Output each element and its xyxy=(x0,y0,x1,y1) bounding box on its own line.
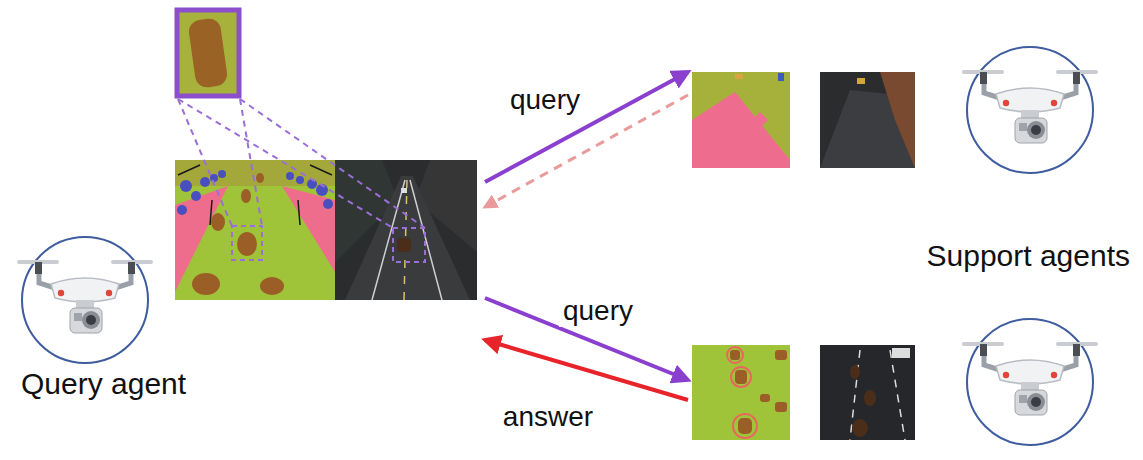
support-camera-image xyxy=(820,72,915,168)
support-segmentation-image xyxy=(738,418,752,434)
zoom-leader-line xyxy=(240,99,262,226)
query-camera-image xyxy=(393,228,425,262)
support-camera-image xyxy=(892,348,910,358)
query-drone xyxy=(17,237,153,363)
zoom-leader-line xyxy=(240,99,425,228)
support-camera-image xyxy=(820,72,915,168)
query-segmentation-image xyxy=(298,200,300,225)
query-segmentation-image xyxy=(175,160,335,300)
agent-group: Query agent xyxy=(15,155,485,403)
query-segmentation-image xyxy=(192,173,284,295)
query-segmentation-image xyxy=(296,176,304,184)
query-segmentation-image xyxy=(310,165,332,175)
support-segmentation-image xyxy=(752,112,768,128)
support-drone xyxy=(962,342,1098,415)
query-segmentation-image xyxy=(180,180,192,192)
support-segmentation-image xyxy=(733,414,757,438)
zoom-leader-line xyxy=(178,99,232,226)
query-segmentation-image xyxy=(210,174,218,182)
query-segmentation-image xyxy=(175,160,335,300)
query-camera-image xyxy=(335,160,477,300)
query-segmentation-image xyxy=(211,213,225,231)
query-segmentation-image xyxy=(241,189,251,203)
support-drone xyxy=(962,47,1098,173)
zoom-inset xyxy=(177,10,239,96)
query-camera-image xyxy=(335,160,477,300)
support-segmentation-image xyxy=(692,72,790,168)
zoom-inset xyxy=(177,10,239,96)
query-segmentation-image xyxy=(200,177,210,187)
support-drone xyxy=(962,70,1098,143)
support-segmentation-image xyxy=(692,72,790,168)
query-camera-image xyxy=(397,238,411,252)
query-segmentation-image xyxy=(177,170,333,215)
arrow-connector xyxy=(485,72,688,182)
query-segmentation-image xyxy=(218,170,226,178)
support-segmentation-image xyxy=(735,74,743,79)
support-segmentation-image xyxy=(692,345,790,440)
edge-label: query xyxy=(559,295,637,327)
query-camera-image xyxy=(410,180,442,300)
query-segmentation-image xyxy=(282,186,335,272)
support-camera-image xyxy=(864,390,876,406)
edge-label: query xyxy=(506,84,584,116)
support-segmentation-image xyxy=(727,347,757,438)
support-segmentation-image xyxy=(692,345,790,440)
agent-group: Support agents xyxy=(688,68,1138,444)
query-camera-image xyxy=(401,188,407,193)
support-camera-image xyxy=(850,365,860,379)
zoom-inset xyxy=(187,17,228,89)
query-segmentation-image xyxy=(237,232,257,256)
support-segmentation-image xyxy=(692,92,790,168)
node-label: Support agents xyxy=(927,239,1130,274)
support-segmentation-image xyxy=(731,367,751,387)
support-camera-image xyxy=(820,345,915,440)
support-segmentation-image xyxy=(775,402,787,412)
support-drone xyxy=(962,319,1098,445)
support-camera-image xyxy=(857,78,865,84)
support-segmentation-image xyxy=(760,394,770,402)
zoom-leader-line xyxy=(178,99,393,228)
support-camera-image xyxy=(852,419,868,437)
support-camera-image xyxy=(850,365,876,437)
support-camera-image xyxy=(890,350,905,440)
support-camera-image xyxy=(880,72,915,168)
query-segmentation-image xyxy=(286,172,294,180)
arrow-connector xyxy=(485,340,688,400)
edge-label: answer xyxy=(499,401,597,433)
support-segmentation-image xyxy=(735,370,747,384)
query-camera-image xyxy=(345,176,470,300)
support-segmentation-image xyxy=(775,350,787,360)
support-segmentation-image xyxy=(778,73,784,81)
query-segmentation-image xyxy=(192,273,220,295)
query-segmentation-image xyxy=(260,277,284,295)
query-drone xyxy=(17,260,153,333)
support-segmentation-image xyxy=(730,350,740,360)
node-label: Query agent xyxy=(21,367,186,402)
query-segmentation-image xyxy=(178,165,200,175)
query-segmentation-image xyxy=(256,173,264,183)
query-segmentation-image xyxy=(191,191,201,201)
query-segmentation-image xyxy=(323,199,333,209)
support-camera-image xyxy=(820,345,915,440)
query-segmentation-image xyxy=(177,205,187,215)
support-segmentation-image xyxy=(727,347,743,363)
query-segmentation-image xyxy=(178,165,332,225)
query-segmentation-image xyxy=(232,226,262,260)
zoom-leader-line xyxy=(178,99,425,228)
